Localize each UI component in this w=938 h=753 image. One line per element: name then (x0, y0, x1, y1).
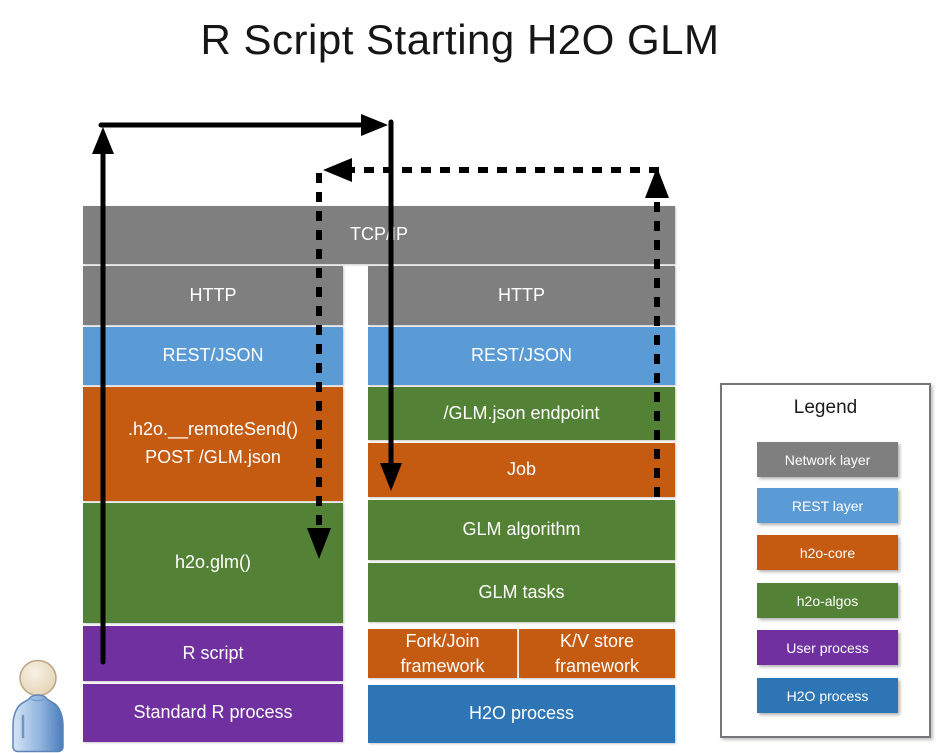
left-row-remotesend: .h2o.__remoteSend() POST /GLM.json (83, 387, 343, 501)
legend-item-h2o-process: H2O process (757, 678, 898, 713)
request-up-arrowhead (92, 127, 114, 154)
fork-join-framework-cell: Fork/Join framework (368, 629, 517, 678)
right-row-rest-json: REST/JSON (368, 327, 675, 385)
person-icon (12, 659, 64, 753)
response-across-arrowhead (323, 158, 352, 182)
right-row-glm-tasks: GLM tasks (368, 563, 675, 622)
request-across-arrowhead (361, 114, 388, 136)
right-row-h2o-process: H2O process (368, 685, 675, 743)
left-row-standard-r-process: Standard R process (83, 684, 343, 742)
legend-item-rest-layer: REST layer (757, 488, 898, 523)
right-row-frameworks: Fork/Join framework K/V store framework (368, 625, 675, 682)
page-title: R Script Starting H2O GLM (200, 16, 720, 63)
right-row-job: Job (368, 443, 675, 497)
tcpip-layer-box: TCP/IP (83, 206, 675, 264)
legend-title: Legend (793, 397, 858, 418)
legend-item-user-process: User process (757, 630, 898, 665)
legend-item-h2o-algos: h2o-algos (757, 583, 898, 618)
legend: Legend Network layer REST layer h2o-core… (720, 383, 931, 738)
legend-item-network-layer: Network layer (757, 442, 898, 477)
right-row-glm-algorithm: GLM algorithm (368, 500, 675, 560)
left-row-http: HTTP (83, 266, 343, 325)
left-row-r-script: R script (83, 626, 343, 681)
left-row-h2o-glm: h2o.glm() (83, 503, 343, 623)
right-row-glm-json-endpoint: /GLM.json endpoint (368, 387, 675, 440)
legend-item-h2o-core: h2o-core (757, 535, 898, 570)
left-row-rest-json: REST/JSON (83, 327, 343, 385)
kv-store-framework-cell: K/V store framework (519, 629, 675, 678)
response-up-arrowhead (645, 167, 669, 198)
right-row-http: HTTP (368, 266, 675, 325)
